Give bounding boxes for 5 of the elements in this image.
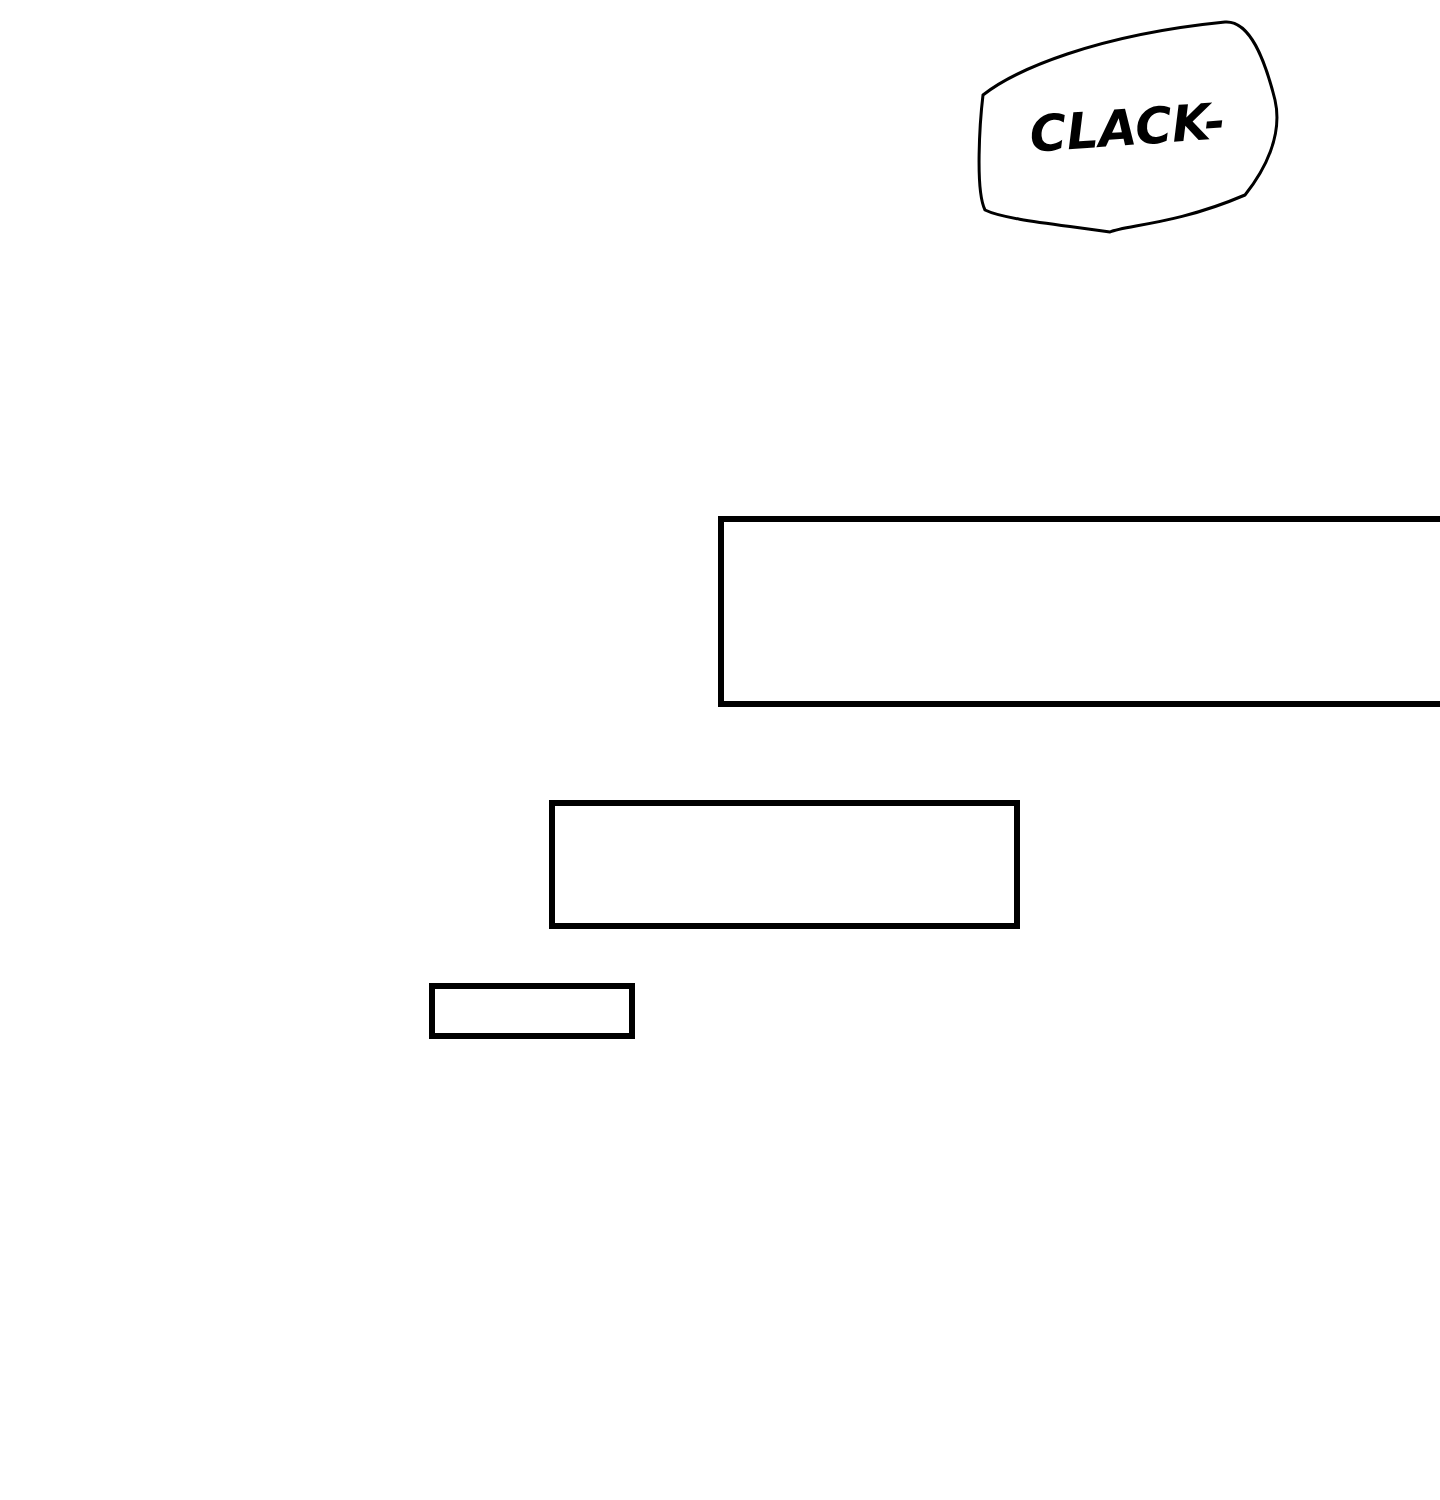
empty-caption-box <box>718 516 1440 707</box>
speech-bubble <box>975 20 1280 235</box>
sound-effect-text: CLACK- <box>1026 90 1229 166</box>
empty-caption-box <box>429 983 635 1039</box>
empty-caption-box <box>549 800 1020 929</box>
